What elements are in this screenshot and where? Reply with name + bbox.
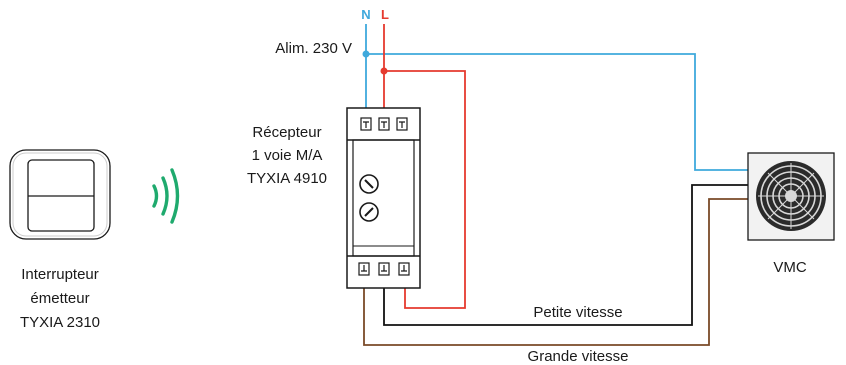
neutral-junction-dot xyxy=(362,50,370,58)
vmc-label: VMC xyxy=(773,259,807,276)
high-speed-label: Grande vitesse xyxy=(528,348,629,365)
terminal-n-label: N xyxy=(361,7,370,22)
receiver-label-line-3: TYXIA 4910 xyxy=(247,170,327,187)
terminal-slot-mark xyxy=(363,121,405,128)
live-junction-dot xyxy=(380,67,388,75)
low-speed-label: Petite vitesse xyxy=(533,304,622,321)
switch-label-line-2: émetteur xyxy=(30,290,89,307)
switch-transmitter xyxy=(9,149,111,240)
radio-waves-icon xyxy=(152,168,180,224)
receiver-bottom-terminals xyxy=(358,262,410,276)
receiver-dial-1 xyxy=(359,174,379,194)
switch-label-line-3: TYXIA 2310 xyxy=(20,314,100,331)
vmc-fan xyxy=(747,152,835,241)
fan-hub xyxy=(785,190,797,202)
receiver-top-terminals xyxy=(360,117,408,131)
receiver-label: Récepteur 1 voie M/A TYXIA 4910 xyxy=(247,124,327,187)
receiver-label-line-2: 1 voie M/A xyxy=(252,147,323,164)
dial-pointer xyxy=(364,207,374,217)
terminal-l-label: L xyxy=(381,7,389,22)
dial-pointer xyxy=(364,179,374,189)
receiver-label-line-1: Récepteur xyxy=(252,124,321,141)
high-speed-wire xyxy=(363,198,748,346)
terminal-slot-mark xyxy=(361,265,407,272)
switch-label: Interrupteur émetteur TYXIA 2310 xyxy=(20,266,100,331)
switch-frame-inner xyxy=(12,152,108,237)
receiver-body xyxy=(346,107,421,289)
supply-label: Alim. 230 V xyxy=(275,40,352,57)
wires xyxy=(363,24,748,346)
live-wire xyxy=(383,24,466,309)
receiver-dial-2 xyxy=(359,202,379,222)
low-speed-wire xyxy=(383,184,748,326)
switch-label-line-1: Interrupteur xyxy=(21,266,99,283)
neutral-wire xyxy=(365,24,748,171)
receiver-module xyxy=(346,107,421,289)
receiver-front-panel xyxy=(352,139,415,257)
